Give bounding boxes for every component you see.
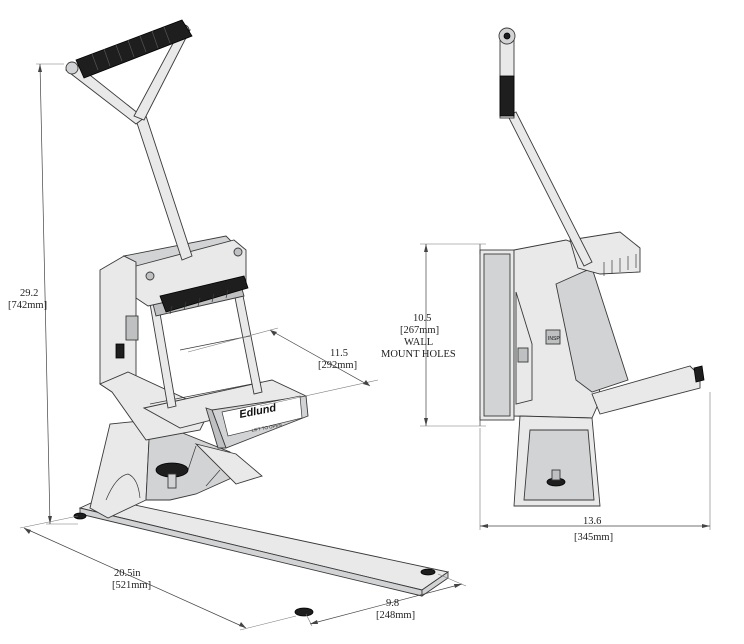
lock-knob [155, 462, 189, 489]
side-tag: INSP [548, 336, 560, 342]
mount-inches: 10.5 [413, 313, 431, 324]
blade-head [135, 239, 249, 315]
handle-lever [65, 24, 193, 261]
dimension-side-depth: 13.6 [345mm] [479, 392, 711, 543]
side-view: INSP [381, 27, 711, 543]
base-plate [73, 497, 450, 617]
side-handle [498, 27, 593, 267]
lift-to-open-label: LIFT TO OPEN [251, 422, 282, 433]
side-depth-inches: 13.6 [583, 516, 601, 527]
length-mm: [521mm] [112, 580, 151, 591]
length-inches: 20.5in [114, 568, 141, 579]
wall-mount-plate [479, 244, 515, 426]
dimension-length: 20.5in [521mm] [19, 515, 297, 631]
dimension-height: 29.2 [742mm] [8, 63, 78, 525]
brand-label: Edlund LIFT TO OPEN [221, 395, 303, 437]
dimension-width: 9.8 [248mm] [305, 573, 467, 627]
side-pedestal [513, 415, 601, 507]
height-inches: 29.2 [20, 288, 38, 299]
side-housing: INSP [513, 239, 629, 419]
width-mm: [248mm] [376, 610, 415, 621]
side-tray [591, 365, 705, 415]
mount-label-holes: MOUNT HOLES [381, 349, 456, 360]
width-inches: 9.8 [386, 598, 399, 609]
mount-mm: [267mm] [400, 325, 439, 336]
dimension-mount: 10.5 [267mm] WALL MOUNT HOLES [381, 243, 486, 427]
grip [75, 19, 193, 79]
opening-mm: [292mm] [318, 360, 357, 371]
dimension-opening: 11.5 [292mm] [187, 327, 379, 407]
mount-label-wall: WALL [404, 337, 433, 348]
opening-inches: 11.5 [330, 348, 348, 359]
height-mm: [742mm] [8, 300, 47, 311]
isometric-view: Edlund LIFT TO OPEN 29.2 [742mm] 11.5 [2… [8, 19, 467, 631]
side-depth-mm: [345mm] [574, 532, 613, 543]
